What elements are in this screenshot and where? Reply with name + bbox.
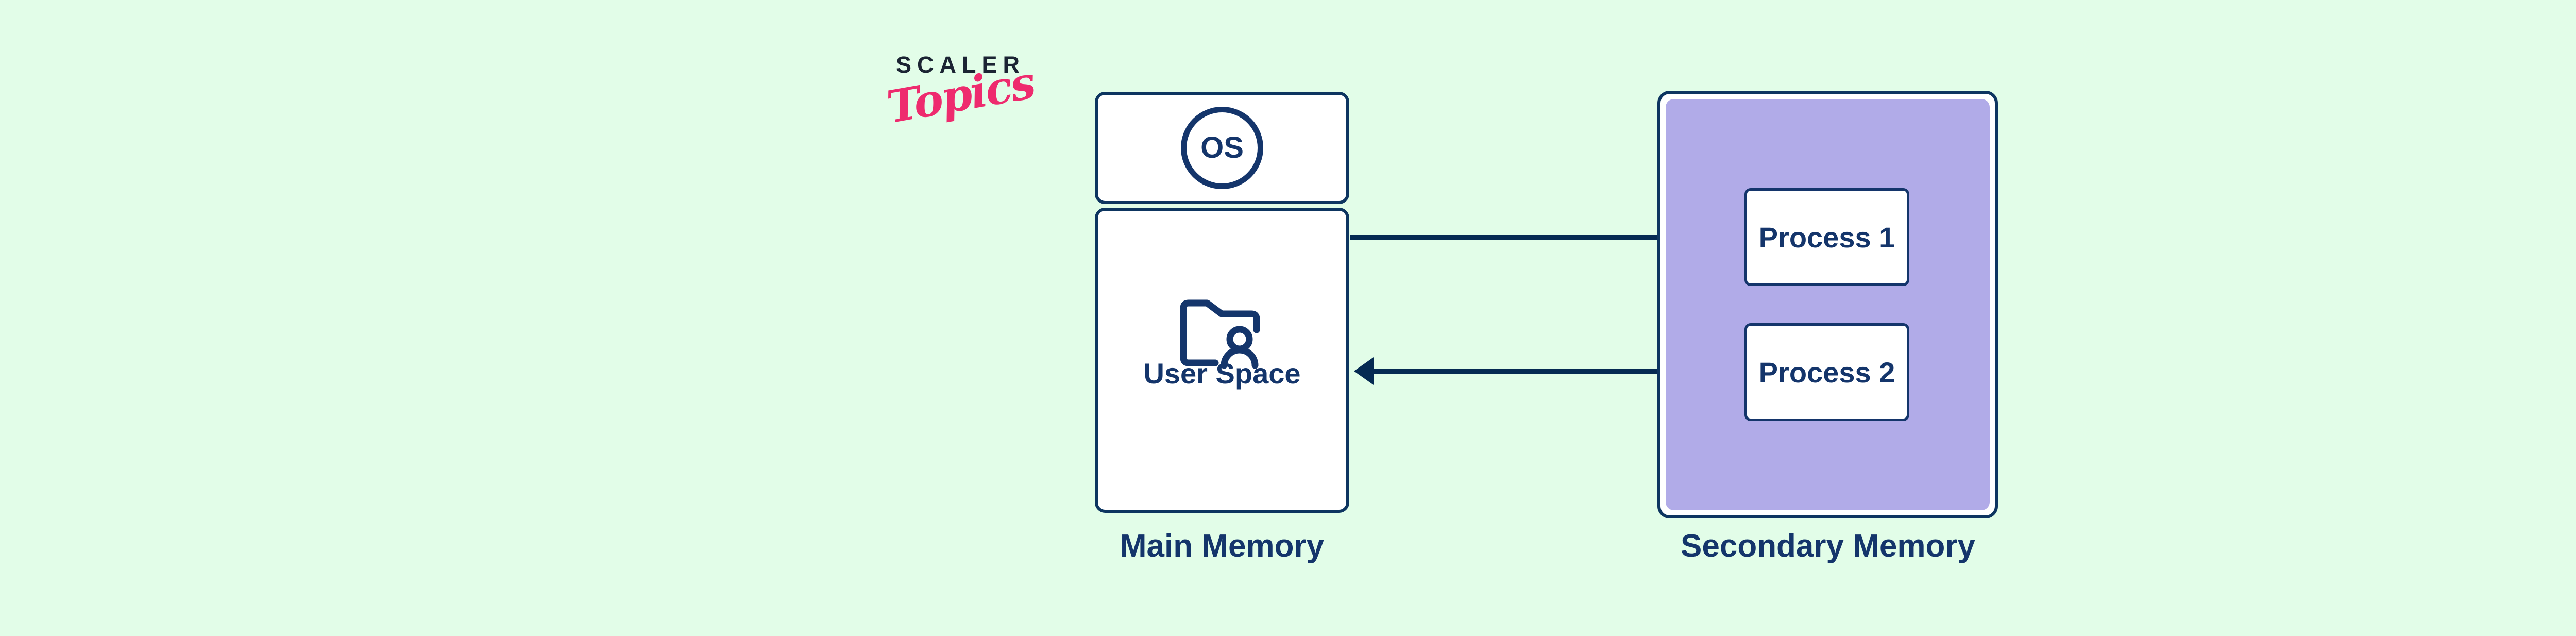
process-1-box: Process 1: [1744, 188, 1909, 286]
process-2-label: Process 2: [1758, 356, 1895, 389]
secondary-memory-fill: [1666, 99, 1990, 510]
folder-user-icon: [1180, 299, 1260, 369]
user-space-label: User Space: [1143, 357, 1301, 390]
os-label: OS: [1200, 131, 1244, 164]
main-memory-label: Main Memory: [1120, 528, 1325, 564]
secondary-memory-box: [1657, 91, 1998, 518]
arrow-process-2-to-main-memory-head-icon: [1354, 357, 1374, 385]
arrow-main-memory-to-process-1-line: [1350, 235, 1714, 240]
logo-scaler-text: SCALER: [896, 52, 1026, 78]
secondary-memory-label: Secondary Memory: [1681, 528, 1975, 564]
arrow-process-2-to-main-memory-line: [1374, 369, 1744, 374]
os-circle: OS: [1181, 107, 1263, 189]
process-1-label: Process 1: [1758, 221, 1895, 254]
scaler-topics-logo: SCALER Topics: [883, 49, 1038, 133]
process-2-box: Process 2: [1744, 323, 1909, 421]
